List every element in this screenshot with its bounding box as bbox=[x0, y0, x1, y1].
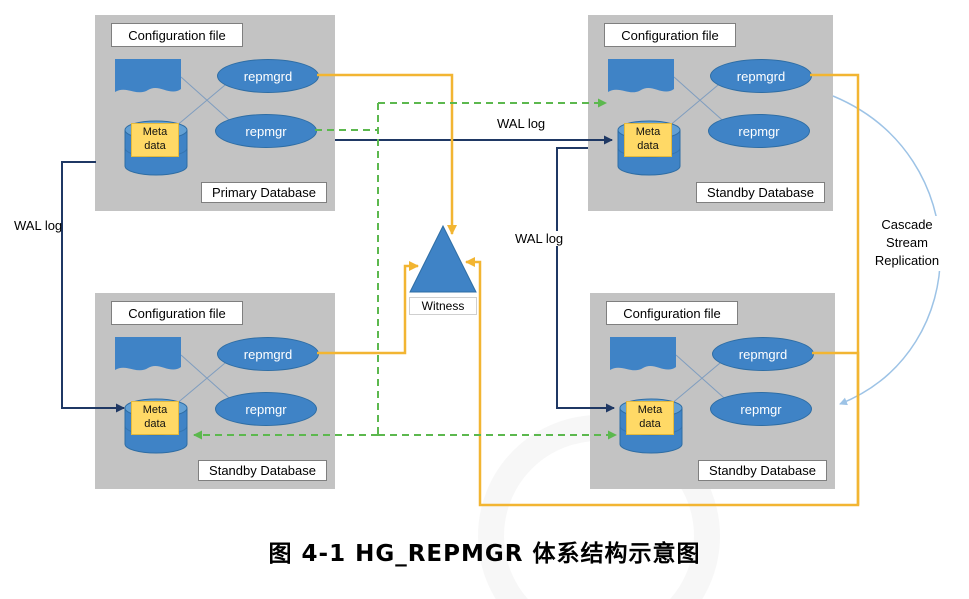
meta-line-1: Meta bbox=[142, 126, 168, 138]
meta-line-1: Meta bbox=[637, 404, 663, 416]
config-file-label: Configuration file bbox=[604, 23, 736, 47]
node-standby-top: Configuration file repmgrd repmgr Meta d… bbox=[588, 15, 833, 211]
cascade-line-2: Stream bbox=[886, 235, 928, 251]
meta-line-1: Meta bbox=[635, 126, 661, 138]
repmgrd-bubble: repmgrd bbox=[217, 59, 319, 93]
config-file-icon bbox=[115, 337, 181, 371]
repmgr-bubble: repmgr bbox=[708, 114, 810, 148]
node-title: Primary Database bbox=[200, 182, 327, 203]
meta-data-tag: Meta data bbox=[626, 401, 674, 435]
meta-data-tag: Meta data bbox=[131, 401, 179, 435]
witness-label: Witness bbox=[409, 297, 477, 315]
wal-log-label-top: WAL log bbox=[494, 116, 549, 131]
wal-log-label-left: WAL log bbox=[14, 218, 63, 233]
node-standby-bottom-right: Configuration file repmgrd repmgr Meta d… bbox=[590, 293, 835, 489]
node-title: Standby Database bbox=[198, 460, 327, 481]
node-standby-bottom-left: Configuration file repmgrd repmgr Meta d… bbox=[95, 293, 335, 489]
meta-line-2: data bbox=[639, 417, 661, 430]
node-title: Standby Database bbox=[696, 182, 825, 203]
repmgrd-bubble: repmgrd bbox=[710, 59, 812, 93]
repmgrd-bubble: repmgrd bbox=[217, 337, 319, 371]
repmgr-bubble: repmgr bbox=[215, 114, 317, 148]
node-title: Standby Database bbox=[698, 460, 827, 481]
config-file-icon bbox=[610, 337, 676, 371]
config-file-label: Configuration file bbox=[111, 23, 243, 47]
meta-line-2: data bbox=[144, 417, 166, 430]
repmgr-bubble: repmgr bbox=[215, 392, 317, 426]
meta-data-tag: Meta data bbox=[131, 123, 179, 157]
cascade-replication-label: Cascade Stream Replication bbox=[868, 216, 946, 271]
cascade-line-3: Replication bbox=[874, 253, 940, 269]
cascade-line-1: Cascade bbox=[881, 217, 933, 232]
meta-line-2: data bbox=[144, 139, 166, 152]
config-file-icon bbox=[608, 59, 674, 93]
meta-data-tag: Meta data bbox=[624, 123, 672, 157]
repmgr-bubble: repmgr bbox=[710, 392, 812, 426]
node-primary-database: Configuration file repmgrd repmgr Meta d… bbox=[95, 15, 335, 211]
meta-line-1: Meta bbox=[142, 404, 168, 416]
wal-log-label-middle: WAL log bbox=[512, 231, 567, 246]
witness-icon bbox=[409, 224, 477, 293]
figure-caption: 图 4-1 HG_REPMGR 体系结构示意图 bbox=[268, 541, 701, 567]
config-file-label: Configuration file bbox=[111, 301, 243, 325]
meta-line-2: data bbox=[637, 139, 659, 152]
config-file-label: Configuration file bbox=[606, 301, 738, 325]
config-file-icon bbox=[115, 59, 181, 93]
repmgrd-bubble: repmgrd bbox=[712, 337, 814, 371]
